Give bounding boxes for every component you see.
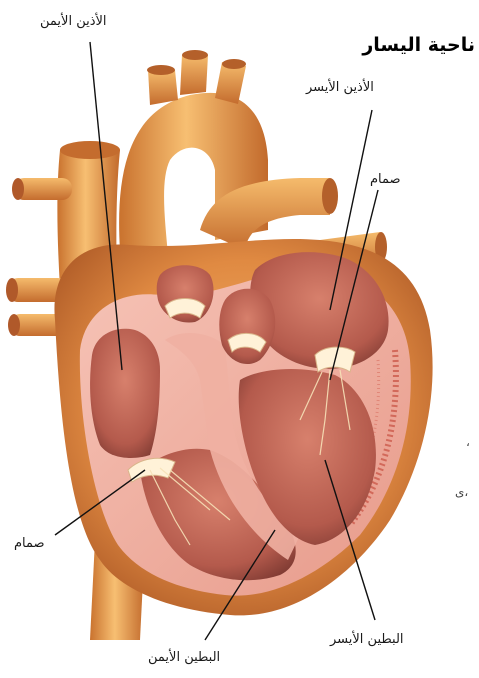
label-valve-lower: صمام bbox=[14, 536, 45, 551]
label-left-ventricle: البطين الأيسر bbox=[330, 632, 404, 647]
label-left-atrium: الأذين الأيسر bbox=[306, 80, 374, 95]
edge-text-fragment-2: ى، bbox=[455, 485, 468, 499]
label-right-ventricle: البطين الأيمن bbox=[148, 650, 220, 665]
right-atrium-chamber bbox=[90, 329, 160, 458]
heading-left-side: ناحية اليسار bbox=[362, 34, 475, 56]
label-valve-upper: صمام bbox=[370, 172, 401, 187]
label-right-atrium: الأذين الأيمن bbox=[40, 14, 107, 29]
edge-text-fragment-1: ، bbox=[466, 435, 470, 449]
